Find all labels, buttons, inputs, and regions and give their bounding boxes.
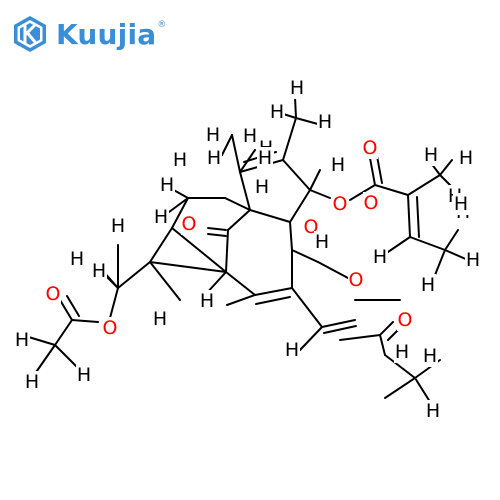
hydrogen-atom-label: H <box>154 206 168 228</box>
hydrogen-atom-label: H <box>395 341 409 363</box>
atom-label-background <box>110 215 126 237</box>
atom-label-background <box>420 274 436 296</box>
hydrogen-atom-label: H <box>331 154 345 176</box>
hydrogen-atom-label: H <box>207 147 221 169</box>
hydrogen-atom-label: H <box>173 149 187 171</box>
atom-label-background <box>394 341 410 363</box>
atom-label-background <box>330 154 346 176</box>
atom-label-background <box>422 345 438 367</box>
hydrogen-atom-label: H <box>285 339 299 361</box>
atom-label-background <box>181 213 197 235</box>
atom-label-background <box>152 308 168 330</box>
hydrogen-atom-label: H <box>255 176 269 198</box>
oxygen-atom-label: O <box>46 283 61 305</box>
atom-label-background <box>362 137 378 159</box>
atom-label-background <box>69 248 85 270</box>
atom-label-background <box>206 147 222 169</box>
atom-label-background <box>102 317 118 339</box>
hydrogen-atom-label: H <box>258 147 272 169</box>
kuujia-logo: Kuujia ® <box>10 12 166 56</box>
atom-label-background <box>205 124 221 146</box>
hydrogen-atom-label: H <box>290 77 304 99</box>
hydrogen-atom-label: H <box>270 101 284 123</box>
hydrogen-atom-label: H <box>15 329 29 351</box>
hydrogen-atom-label: H <box>111 215 125 237</box>
hydrogen-atom-label: H <box>160 174 174 196</box>
hydrogen-atom-label: H <box>373 246 387 268</box>
oxygen-atom-label: O <box>349 269 364 291</box>
atom-label-background <box>159 174 175 196</box>
hydrogen-atom-label: H <box>77 364 91 386</box>
atom-label-background <box>453 193 469 215</box>
atom-label-background <box>363 192 379 214</box>
atom-label-background <box>425 400 441 422</box>
atom-label-background <box>269 101 285 123</box>
oxygen-atom-label: O <box>364 192 379 214</box>
atom-label-background <box>348 269 364 291</box>
hydrogen-atom-label: H <box>153 308 167 330</box>
hydrogen-atom-label: H <box>466 249 480 271</box>
hydrogen-atom-label: H <box>200 290 214 312</box>
atom-label-background <box>423 144 439 166</box>
atom-label-background <box>289 77 305 99</box>
atom-label-background <box>153 206 169 228</box>
hydrogen-atom-label: H <box>421 274 435 296</box>
k-hexagon-icon <box>14 16 46 52</box>
atom-label-background <box>76 364 92 386</box>
bond-lines <box>21 96 469 406</box>
atom-label-background <box>465 249 481 271</box>
atom-label-background <box>24 371 40 393</box>
hydrogen-atom-label: H <box>315 231 329 253</box>
atom-label-background <box>458 147 474 169</box>
hydrogen-atom-label: H <box>70 248 84 270</box>
oxygen-atom-label: O <box>182 213 197 235</box>
hydrogen-atom-label: H <box>423 345 437 367</box>
hydrogen-atom-label: H <box>206 124 220 146</box>
hydrogen-atom-label: H <box>92 260 106 282</box>
oxygen-atom-label: O <box>333 193 348 215</box>
oxygen-atom-label: O <box>363 137 378 159</box>
atom-label-background <box>317 111 333 133</box>
hydrogen-atom-label: H <box>424 144 438 166</box>
hydrogen-atom-label: H <box>318 111 332 133</box>
atom-labels: HHHHHHHHOHHHHHOHHHOOHHOHHHHOHHHOHOHOHHHH… <box>14 77 481 422</box>
atom-label-background <box>372 246 388 268</box>
hydrogen-atom-label: H <box>243 125 257 147</box>
registered-mark: ® <box>157 20 167 30</box>
atom-label-background <box>332 193 348 215</box>
atom-label-background <box>14 329 30 351</box>
hydrogen-atom-label: H <box>25 371 39 393</box>
hydrogen-atom-label: H <box>454 193 468 215</box>
atom-label-background <box>284 339 300 361</box>
hydrogen-atom-label: H <box>426 400 440 422</box>
atom-label-background <box>45 283 61 305</box>
atom-label-background <box>91 260 107 282</box>
atom-label-background <box>397 309 413 331</box>
atom-label-background <box>257 147 273 169</box>
hydrogen-atom-label: H <box>459 147 473 169</box>
atom-label-background <box>314 231 330 253</box>
atom-label-background <box>172 149 188 171</box>
atom-label-background <box>254 176 270 198</box>
logo-wordmark: Kuujia <box>56 17 157 51</box>
atom-label-background <box>242 125 258 147</box>
atom-label-background <box>199 290 215 312</box>
oxygen-atom-label: O <box>103 317 118 339</box>
oxygen-atom-label: O <box>398 309 413 331</box>
